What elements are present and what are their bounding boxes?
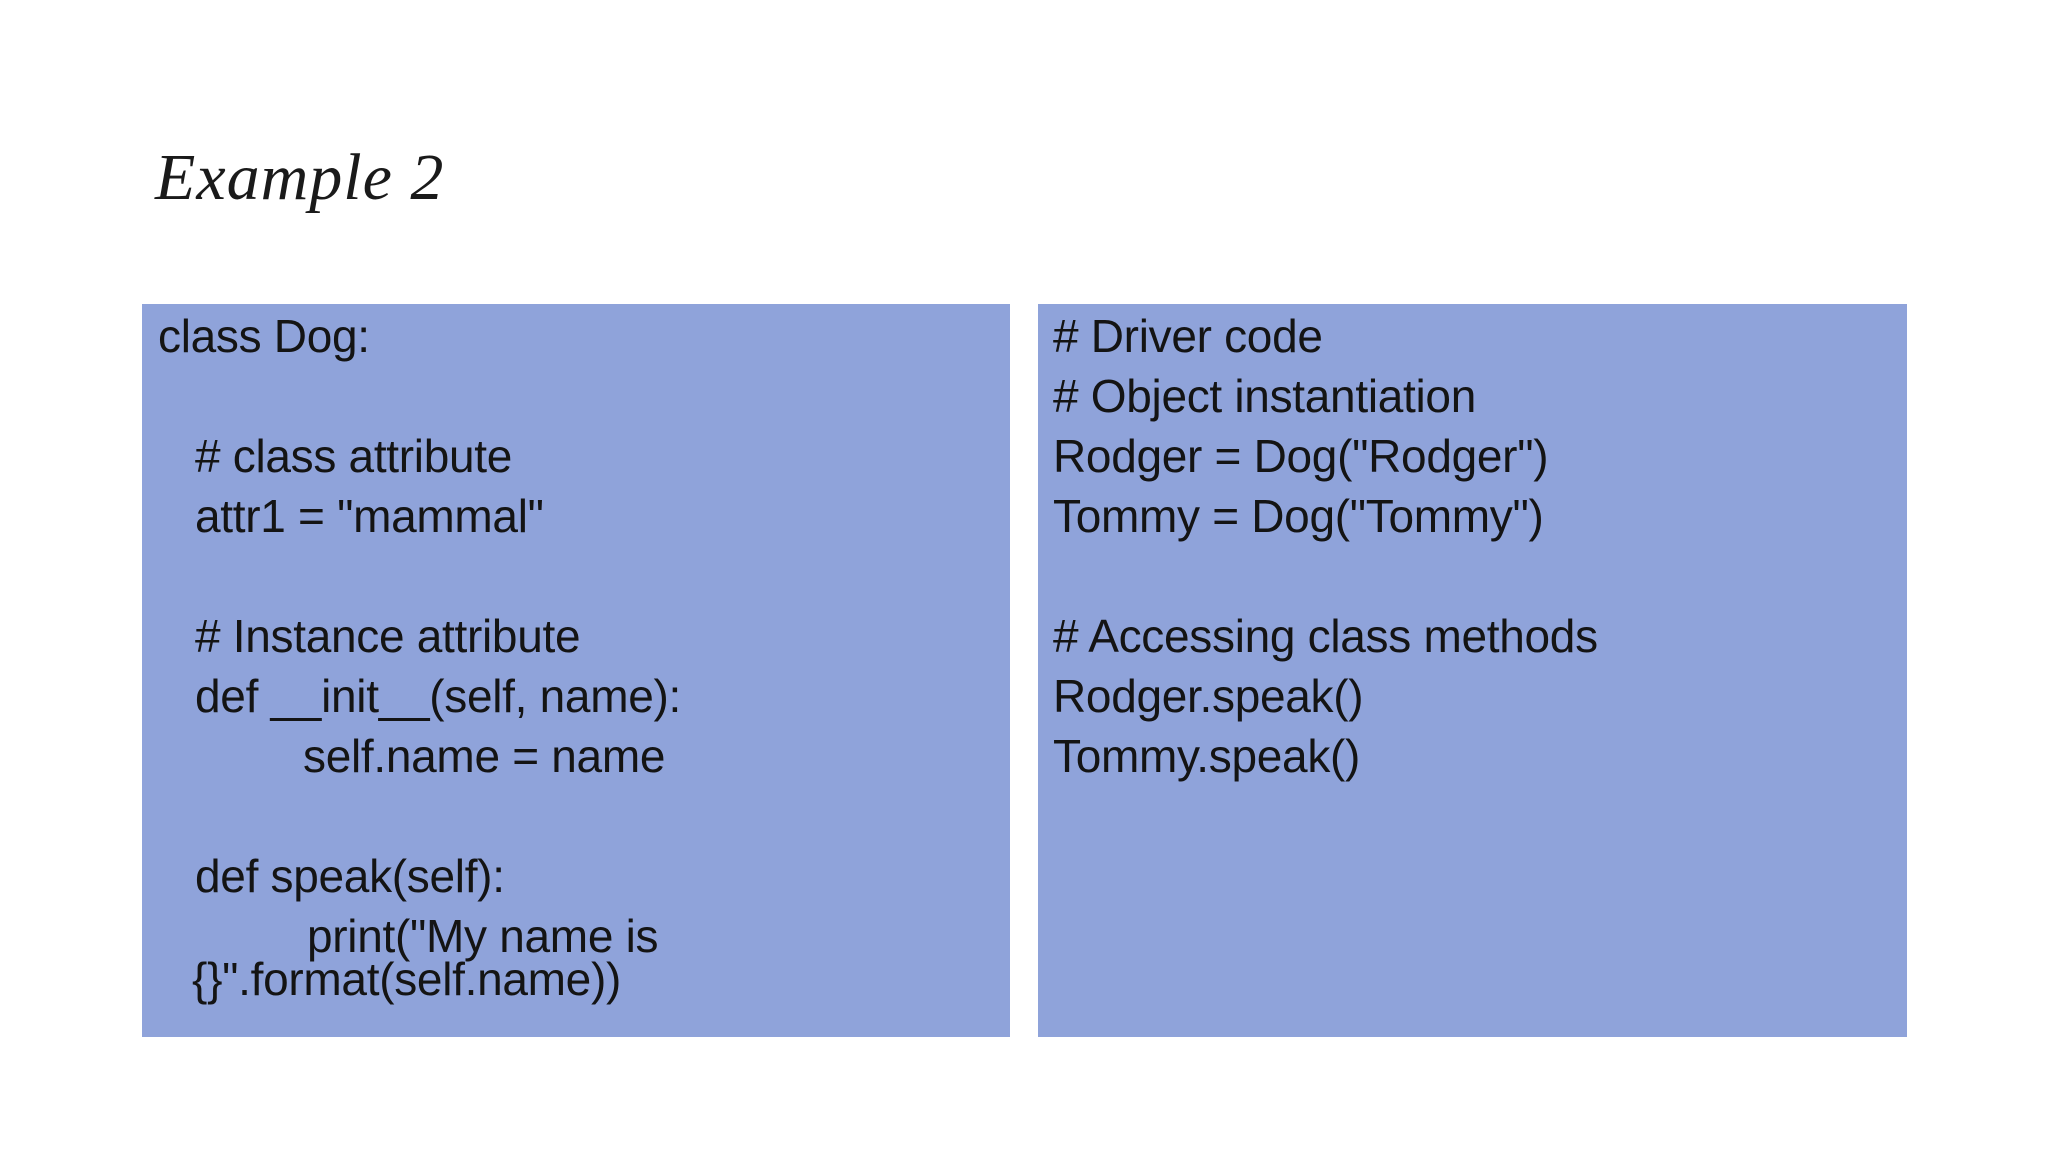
page-title: Example 2 xyxy=(155,141,445,214)
code-line: def speak(self): xyxy=(195,850,505,902)
code-line: self.name = name xyxy=(303,730,666,782)
code-line: {}".format(self.name)) xyxy=(192,953,621,1005)
code-line: # Instance attribute xyxy=(195,610,581,662)
code-line: def __init__(self, name): xyxy=(195,670,681,722)
code-line: # Object instantiation xyxy=(1053,370,1476,422)
code-line: Tommy.speak() xyxy=(1053,730,1361,782)
code-line: # Accessing class methods xyxy=(1053,610,1598,662)
code-line: print("My name is xyxy=(307,910,659,962)
code-line: # class attribute xyxy=(195,430,513,482)
code-line: Rodger = Dog("Rodger") xyxy=(1053,430,1549,482)
code-box-class-definition: class Dog: # class attribute attr1 = "mamm… xyxy=(142,304,1010,1037)
code-line: class Dog: xyxy=(158,310,370,362)
code-line: Tommy = Dog("Tommy") xyxy=(1053,490,1544,542)
code-line: Rodger.speak() xyxy=(1053,670,1364,722)
code-line: attr1 = "mammal" xyxy=(195,490,544,542)
code-line: # Driver code xyxy=(1053,310,1323,362)
